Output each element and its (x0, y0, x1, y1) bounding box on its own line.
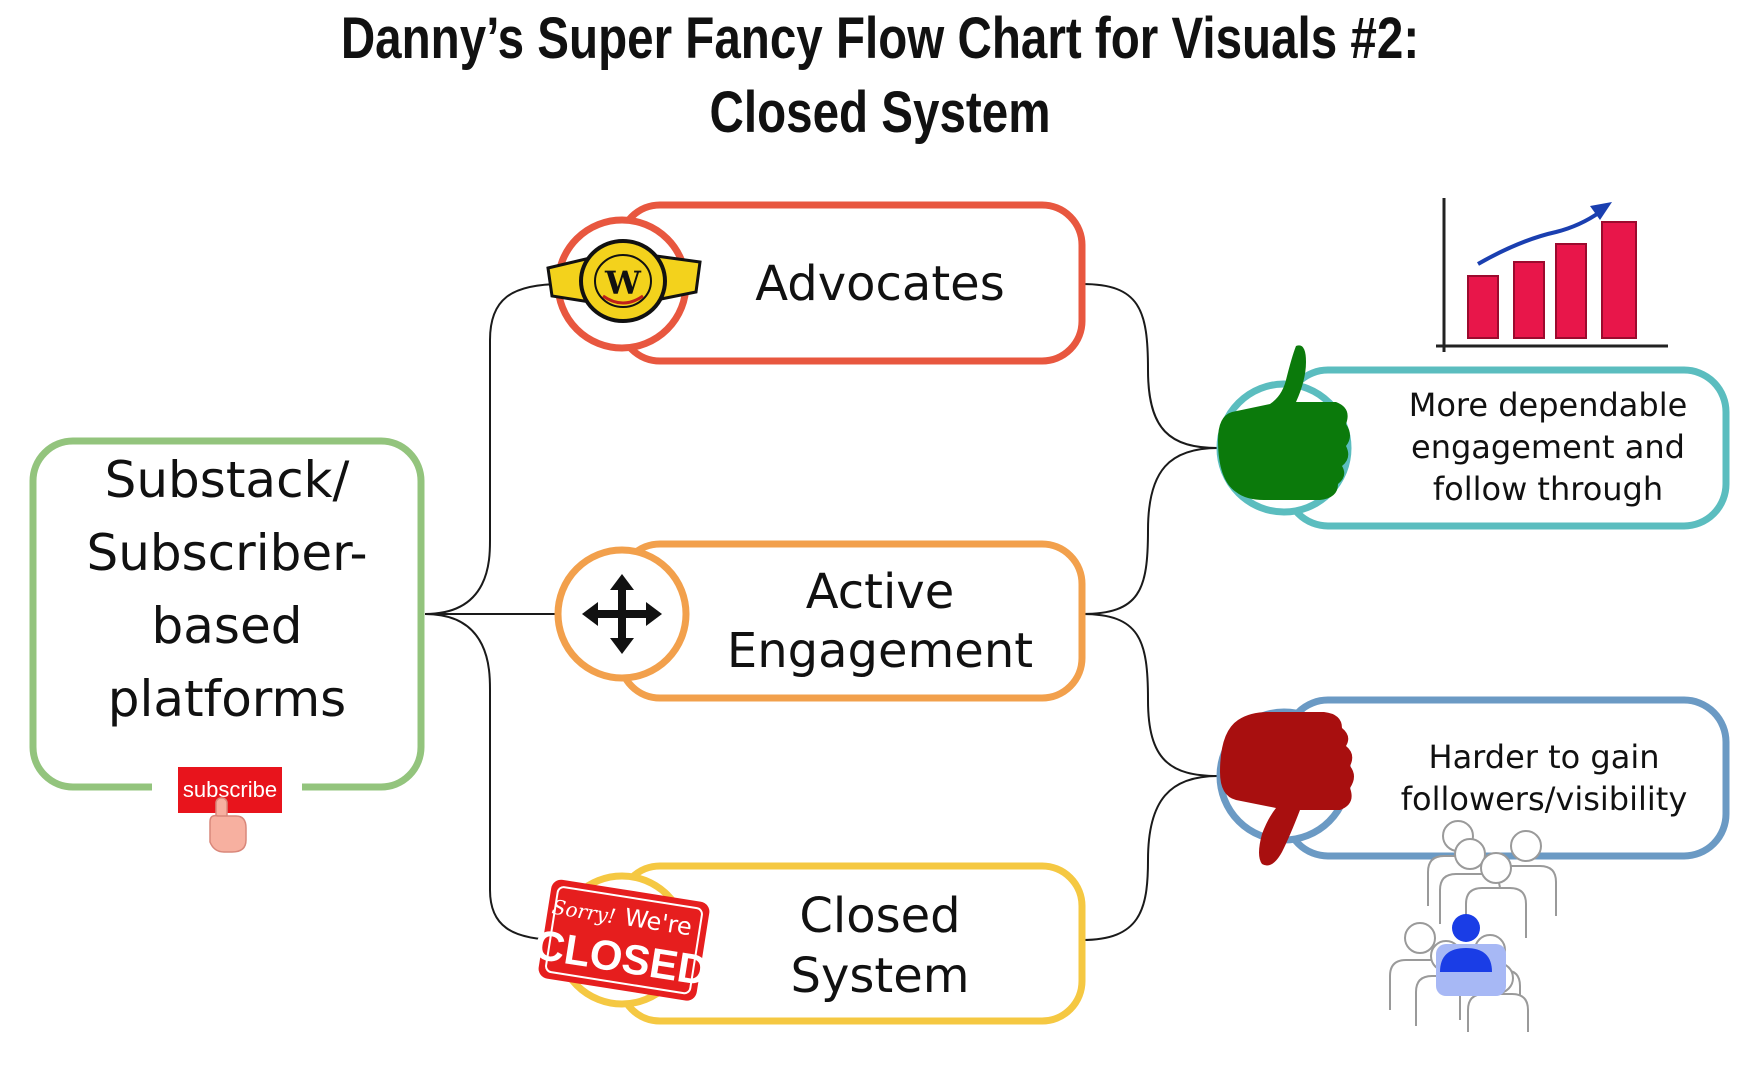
node-closed-label-line-2: System (791, 948, 970, 1004)
source-label-line-2: Subscriber- (86, 524, 367, 582)
node-positive-line-3: follow through (1433, 470, 1663, 508)
people-group-icon (1389, 820, 1557, 1032)
move-arrows-icon (582, 574, 662, 654)
connector-active-positive (1081, 447, 1219, 615)
node-negative-line-2: followers/visibility (1401, 780, 1688, 818)
thumbs-up-icon (1218, 345, 1350, 500)
subscribe-button[interactable]: subscribe (178, 767, 282, 813)
connectors (424, 283, 1219, 941)
source-label-line-1: Substack/ (105, 451, 350, 509)
title-line-2: Closed System (709, 80, 1051, 145)
node-closed-system: Sorry! We're CLOSED Closed System (531, 862, 1086, 1025)
node-active-engagement: Active Engagement (554, 540, 1086, 702)
node-negative-line-1: Harder to gain (1429, 738, 1660, 776)
node-positive-line-1: More dependable (1409, 386, 1688, 424)
node-closed-label-line-1: Closed (799, 888, 960, 944)
node-positive-line-2: engagement and (1411, 428, 1685, 466)
connector-closed-negative (1081, 775, 1219, 941)
thumbs-down-icon (1220, 712, 1354, 866)
subscribe-button-bg[interactable] (178, 767, 282, 813)
node-advocates-label: Advocates (755, 256, 1004, 312)
connector-active-negative (1081, 613, 1219, 777)
connector-source-closed (424, 613, 563, 941)
subscribe-button-label[interactable]: subscribe (183, 777, 277, 802)
node-advocates: W Advocates (546, 201, 1086, 365)
node-active-label-line-2: Engagement (727, 623, 1033, 679)
node-negative-outcome: Harder to gain followers/visibility (1216, 696, 1730, 866)
source-node: Substack/ Subscriber- based platforms su… (29, 437, 425, 853)
connector-advocates-positive (1081, 283, 1219, 449)
node-positive-outcome: More dependable engagement and follow th… (1216, 345, 1730, 530)
title-line-1: Danny’s Super Fancy Flow Chart for Visua… (340, 6, 1420, 71)
growth-bar-chart-icon (1436, 198, 1668, 352)
source-label-line-3: based (152, 597, 303, 655)
source-label-line-4: platforms (108, 670, 347, 728)
championship-belt-icon: W (546, 239, 702, 323)
person-outline (1465, 852, 1527, 938)
svg-text:W: W (604, 264, 642, 302)
node-active-label-line-1: Active (806, 564, 954, 620)
connector-source-advocates (424, 283, 563, 615)
page-title: Danny’s Super Fancy Flow Chart for Visua… (158, 2, 1601, 150)
pointer-hand-icon (209, 797, 247, 853)
person-highlighted (1436, 914, 1506, 996)
